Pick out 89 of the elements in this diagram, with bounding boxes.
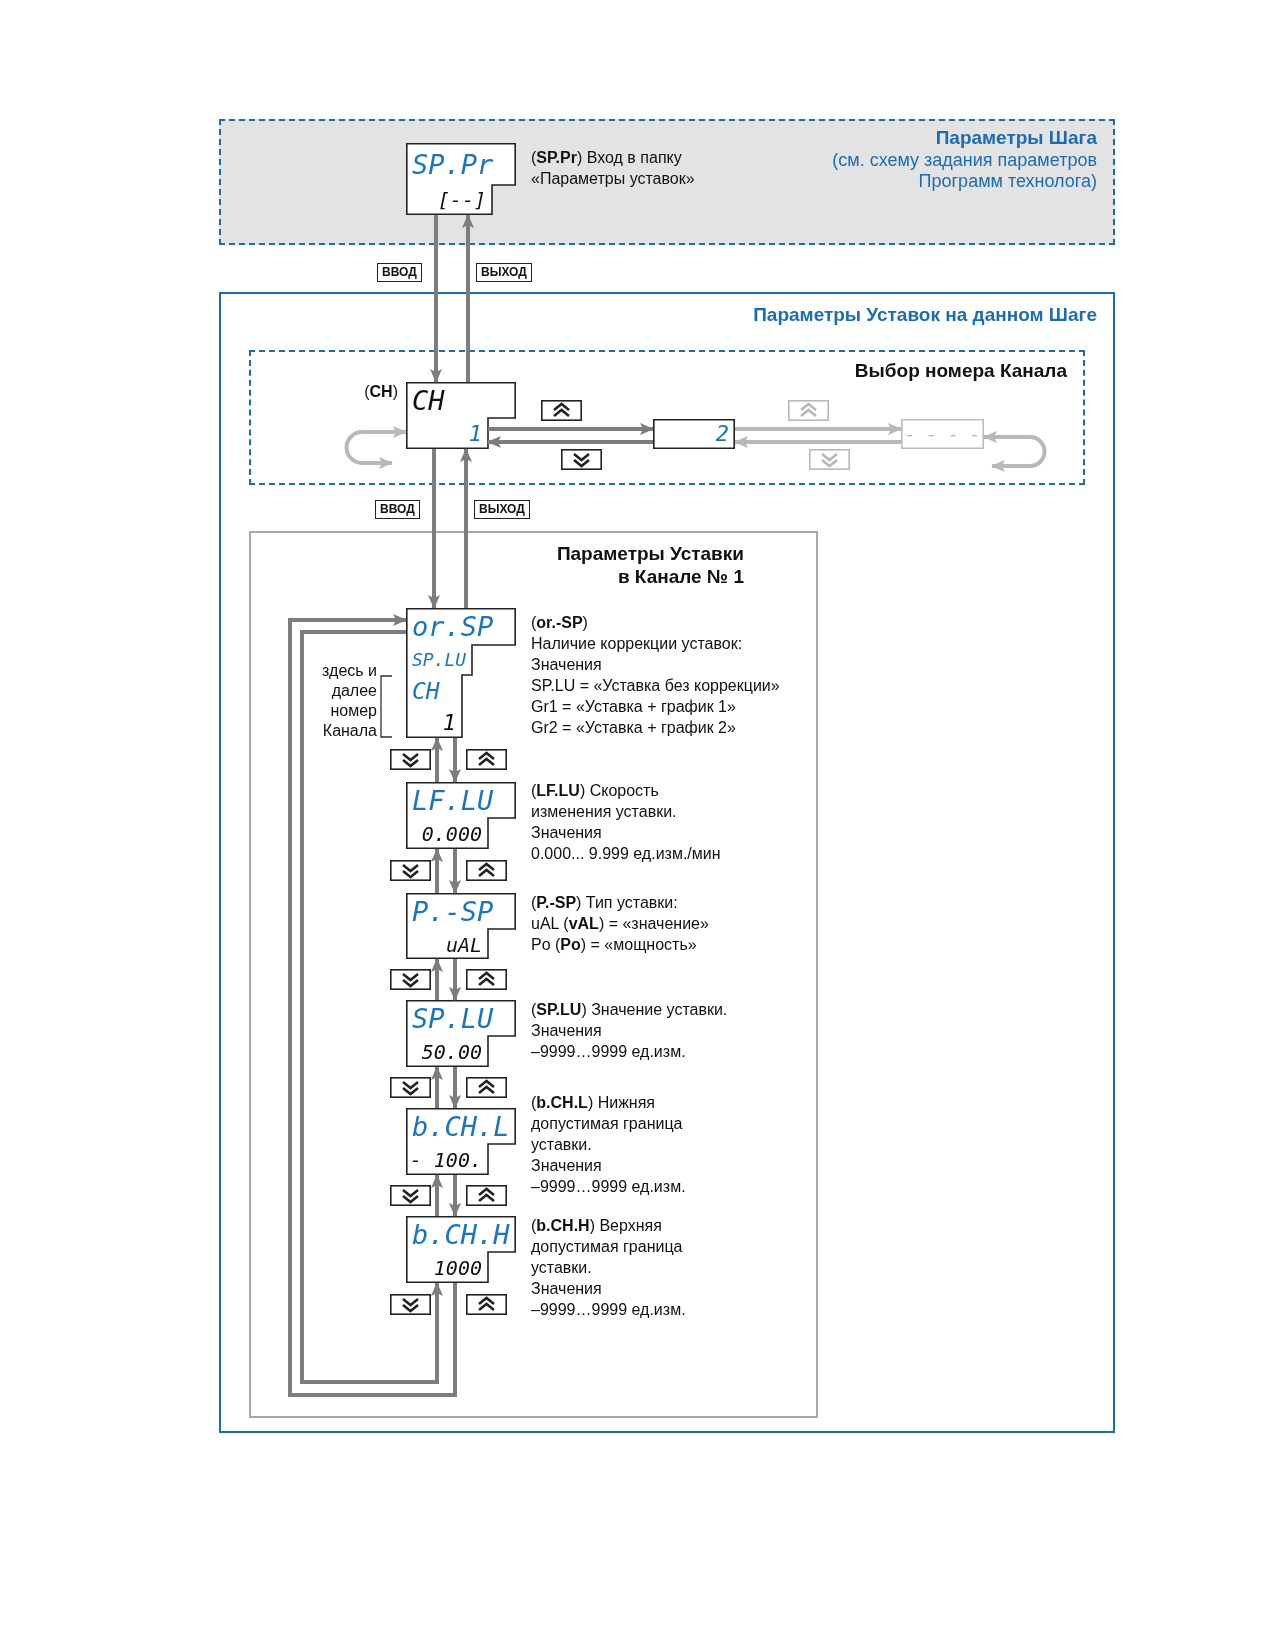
description-text: Po (Po) = «мощность» (531, 935, 697, 955)
arrow (487, 436, 653, 448)
description-text: Значения (531, 1021, 602, 1041)
arrow (462, 214, 474, 382)
display-text: 2 (715, 423, 729, 445)
group-title: Параметры Уставок на данном Шаге (753, 304, 1097, 327)
lcd-display (901, 419, 984, 449)
edge-label: ВЫХОД (476, 263, 532, 282)
display-text: CH (412, 386, 445, 414)
display-text: SP.Pr (412, 150, 494, 178)
description-text: SP.LU = «Уставка без коррекции» (531, 676, 780, 696)
display-text: b.CH.H (412, 1220, 510, 1248)
arrow (300, 630, 443, 1384)
description-text: (b.CH.L) Нижняя допустимая граница уставки. (531, 1093, 684, 1155)
lcd-display (406, 1216, 516, 1283)
lcd-display (406, 782, 516, 849)
group-panel (219, 119, 1115, 245)
arrow (449, 959, 461, 1001)
description-text: –9999…9999 ед.изм. (531, 1042, 686, 1062)
arrow (431, 737, 443, 782)
arrow (449, 1067, 461, 1109)
arrow (449, 849, 461, 894)
note-text: здесь и далее номер Канала (321, 661, 377, 741)
display-text: SP.LU (412, 1004, 494, 1032)
description-text: (P.-SP) Тип уставки: (531, 893, 678, 913)
arrow (735, 423, 902, 435)
display-text: 1000 (433, 1257, 482, 1278)
edge-label: ВВОД (377, 263, 422, 282)
description-text: (CH) (364, 382, 398, 402)
description-text: 0.000... 9.999 ед.изм./мин (531, 844, 721, 864)
arrow (431, 1066, 443, 1108)
arrow (430, 215, 442, 383)
description-text: uAL (vAL) = «значение» (531, 914, 709, 934)
group-title: Параметры Уставки в Канале № 1 (555, 543, 744, 589)
arrow (428, 449, 440, 609)
arrow (431, 958, 443, 1000)
display-text: 1 (468, 422, 482, 445)
description-text: (b.CH.H) Верхняя допустимая граница уставки. (531, 1216, 684, 1278)
arrow (431, 848, 443, 893)
display-text: LF.LU (412, 786, 494, 814)
group-panel (219, 292, 1115, 1433)
group-panel (249, 531, 818, 1418)
lcd-display (406, 608, 516, 738)
display-text: or.SP (412, 613, 494, 640)
lcd-display (406, 143, 516, 215)
description-text: Значения (531, 1279, 602, 1299)
edge-label: ВВОД (375, 500, 420, 519)
display-text: 1 (442, 711, 456, 734)
display-text: - - - - (904, 425, 981, 443)
display-text: - 100. (409, 1149, 482, 1170)
display-text: b.CH.L (412, 1112, 510, 1140)
group-subtitle: (см. схему задания параметров Программ технолога) (831, 149, 1097, 193)
description-text: (LF.LU) Скорость изменения уставки. (531, 781, 678, 822)
description-text: Наличие коррекции уставок: (531, 634, 743, 654)
display-text: CH (412, 679, 440, 703)
description-text: (or.-SP) (531, 613, 588, 633)
arrow (449, 738, 461, 783)
group-title: Параметры Шага (935, 127, 1097, 150)
display-text: P.-SP (412, 897, 494, 925)
lcd-display (406, 893, 516, 959)
description-text: Gr2 = «Уставка + график 2» (531, 718, 736, 738)
display-text: 0.000 (421, 823, 482, 844)
arrow (449, 1175, 461, 1217)
description-text: Gr1 = «Уставка + график 1» (531, 697, 736, 717)
edge-label: ВЫХОД (474, 500, 530, 519)
group-title: Выбор номера Канала (854, 360, 1067, 383)
display-text: uAL (445, 934, 482, 955)
lcd-display (406, 1000, 516, 1067)
description-text: Значения (531, 823, 602, 843)
display-text: [--] (437, 190, 486, 210)
description-text: –9999…9999 ед.изм. (531, 1300, 686, 1320)
arrow (288, 614, 457, 1397)
arrow (431, 1174, 443, 1216)
loop-arrow (983, 431, 1047, 472)
arrow (488, 423, 654, 435)
description-text: Значения (531, 1156, 602, 1176)
description-text: (SP.Pr) Вход в папку «Параметры уставок» (531, 148, 696, 189)
display-text: 50.00 (421, 1041, 482, 1062)
lcd-display (653, 419, 735, 449)
description-text: –9999…9999 ед.изм. (531, 1177, 686, 1197)
loop-arrow (344, 426, 407, 469)
description-text: Значения (531, 655, 602, 675)
display-text: SP.LU (412, 651, 467, 669)
arrow (460, 448, 472, 608)
lcd-display (406, 1108, 516, 1175)
group-panel (249, 350, 1085, 485)
arrow (734, 436, 901, 448)
description-text: (SP.LU) Значение уставки. (531, 1000, 728, 1020)
lcd-display (406, 382, 516, 449)
